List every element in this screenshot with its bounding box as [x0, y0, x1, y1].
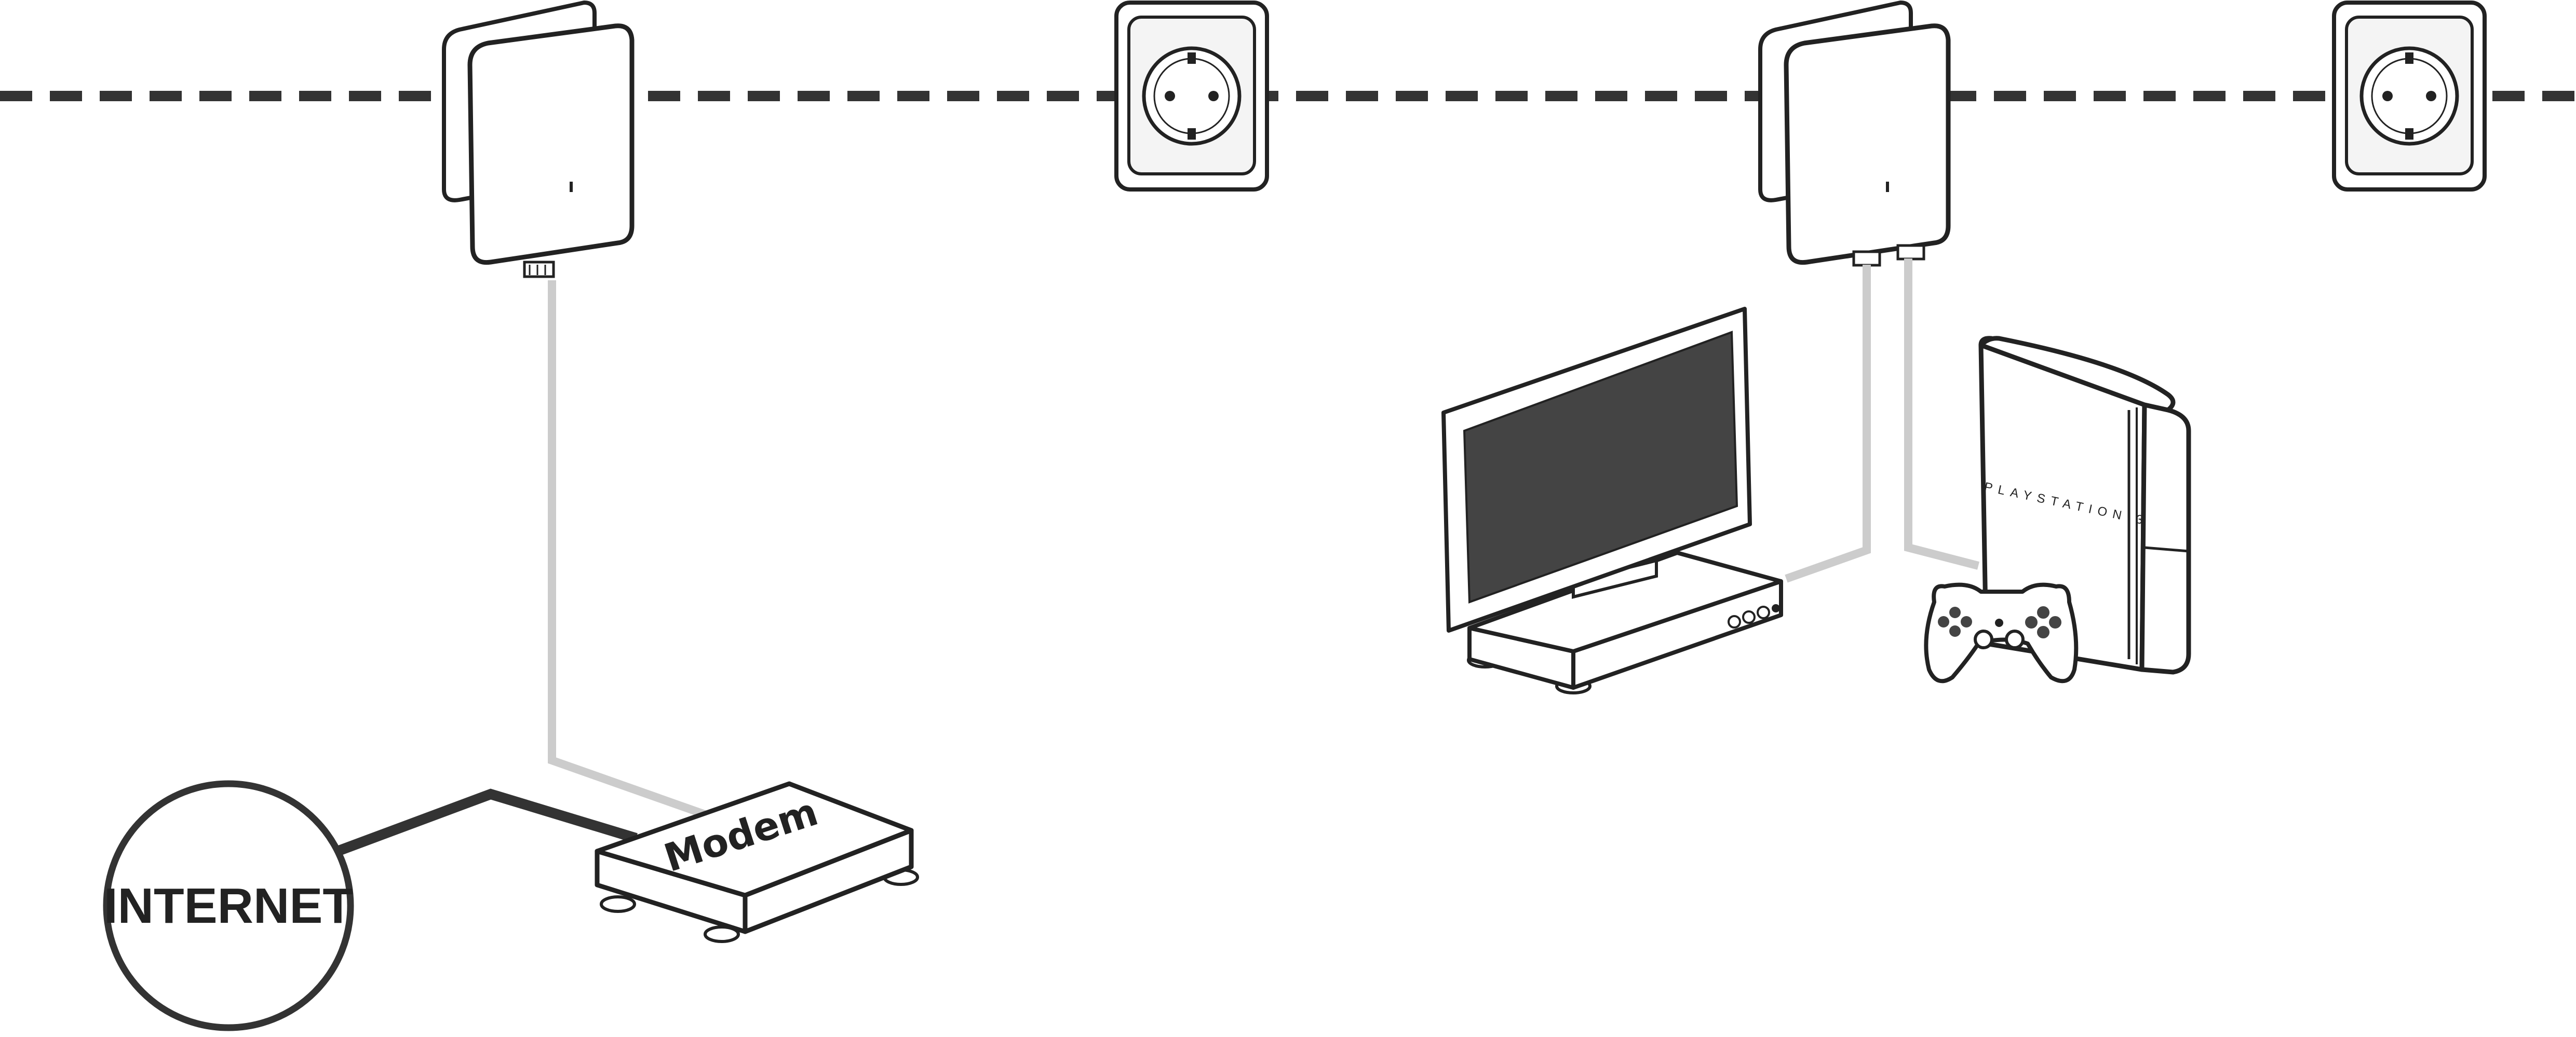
internet-cloud-icon: INTERNET	[103, 780, 354, 1031]
tv-icon	[1441, 307, 1783, 694]
gamepad-icon	[1924, 582, 2079, 684]
ethernet-cable-tv	[1785, 265, 1871, 583]
ethernet-cable-modem	[548, 280, 708, 819]
internet-cable	[335, 788, 638, 856]
wall-socket-icon	[1114, 1, 1269, 192]
wall-socket-icon	[2332, 1, 2487, 192]
ethernet-cable-console	[1904, 258, 1980, 570]
internet-label: INTERNET	[104, 878, 353, 934]
powerline-adapter-icon	[442, 0, 635, 278]
powerline-adapter-icon	[1758, 0, 1951, 267]
modem-icon: Modem	[595, 781, 919, 943]
game-console-icon: PLAYSTATION 3	[1978, 336, 2191, 675]
